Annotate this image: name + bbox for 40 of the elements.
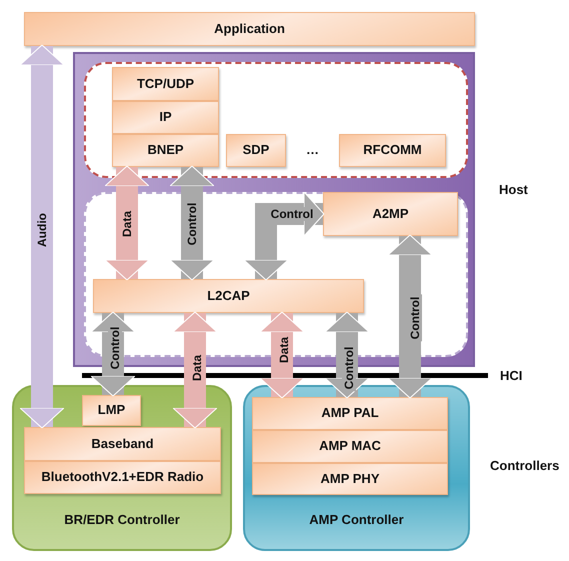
block-arrow (104, 166, 150, 280)
panel-title: AMP Controller (309, 512, 404, 527)
layer-label: Host (499, 182, 528, 197)
protocol-layer: Application (24, 12, 475, 46)
layer-label: HCI (500, 368, 522, 383)
block-arrow (388, 234, 432, 398)
ellipsis: … (306, 142, 319, 157)
protocol-layer: LMP (82, 395, 141, 426)
protocol-layer: AMP PAL (252, 397, 448, 430)
protocol-layer: SDP (226, 134, 286, 167)
protocol-layer: L2CAP (93, 279, 364, 313)
protocol-layer: TCP/UDP (112, 67, 219, 101)
panel-title: BR/EDR Controller (64, 512, 180, 527)
protocol-layer: Baseband (24, 427, 221, 461)
controller-panel (12, 385, 232, 551)
edge-label: Control (268, 207, 316, 221)
block-arrow (244, 192, 324, 280)
protocol-layer: RFCOMM (339, 134, 446, 167)
edge-label: Control (408, 294, 422, 342)
edge-label: Data (120, 209, 134, 239)
layer-label: Controllers (490, 458, 560, 473)
edge-label: Data (277, 335, 291, 365)
edge-label: Data (190, 353, 204, 383)
block-arrow (20, 44, 64, 428)
block-arrow (170, 166, 214, 280)
protocol-layer: BluetoothV2.1+EDR Radio (24, 461, 221, 494)
protocol-layer: AMP MAC (252, 430, 448, 463)
protocol-layer: A2MP (323, 192, 458, 236)
edge-label: Audio (35, 211, 49, 249)
block-arrow (260, 312, 304, 398)
block-arrow (324, 312, 370, 398)
block-arrow (172, 312, 218, 428)
edge-label: Control (342, 344, 356, 392)
edge-label: Control (185, 200, 199, 248)
protocol-layer: BNEP (112, 134, 219, 167)
block-arrow (90, 312, 136, 396)
edge-label: Control (108, 324, 122, 372)
protocol-layer: AMP PHY (252, 463, 448, 495)
protocol-layer: IP (112, 101, 219, 134)
dashed-region (84, 62, 468, 178)
